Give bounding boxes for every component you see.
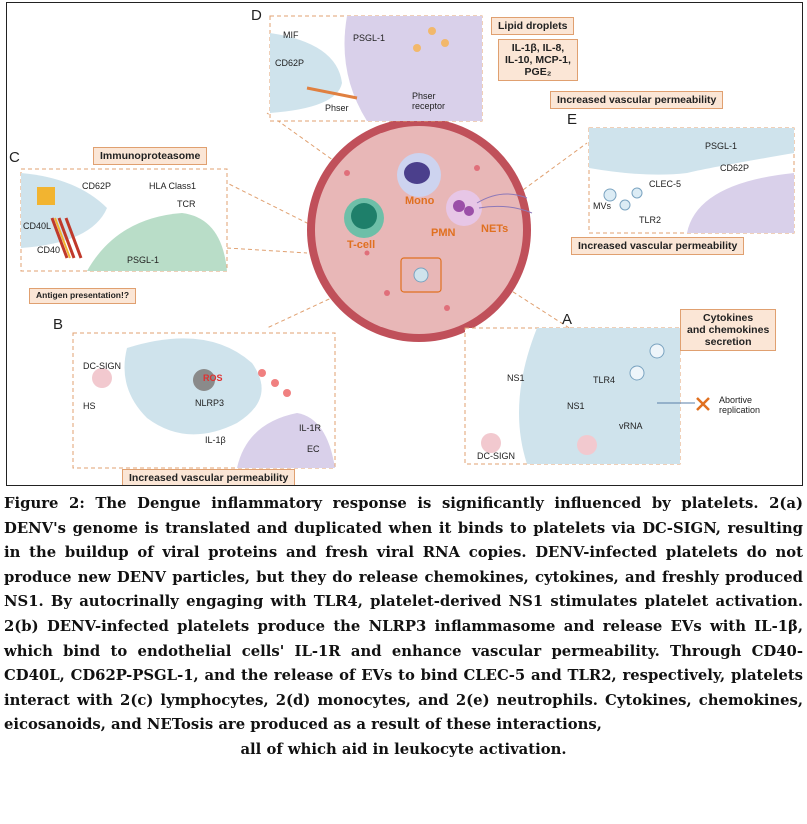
panel-a-art [464, 327, 710, 465]
label-vrna: vRNA [619, 421, 643, 431]
label-hs: HS [83, 401, 96, 411]
panel-letter-e: E [567, 111, 578, 128]
label-cd40l: CD40L [23, 221, 52, 231]
callout-cytokines-d: IL-1β, IL-8, IL-10, MCP-1, PGE₂ [498, 39, 578, 82]
figure-artwork [20, 15, 795, 469]
x-mark-icon [696, 397, 710, 411]
label-tlr2: TLR2 [639, 215, 662, 225]
callout-permeability-d: Increased vascular permeability [550, 91, 724, 110]
label-cd40: CD40 [37, 245, 61, 255]
label-ros: ROS [203, 373, 223, 383]
figure-caption: Figure 2: The Dengue inflammatory respon… [4, 492, 803, 763]
label-cd62p-c: CD62P [82, 181, 112, 191]
callout-antigen-presentation: Antigen presentation!? [29, 288, 137, 304]
caption-text: Figure 2: The Dengue inflammatory respon… [4, 495, 803, 734]
panel-letter-b: B [53, 316, 64, 333]
panel-letter-c: C [9, 149, 20, 166]
callout-immunoproteasome: Immunoproteasome [93, 147, 208, 166]
label-abortive-replication: Abortive replication [719, 395, 761, 415]
panel-letter-d: D [251, 7, 262, 24]
label-psgl1-e: PSGL-1 [705, 141, 738, 151]
label-dc-sign-b: DC-SIGN [83, 361, 121, 371]
panel-e-art [588, 127, 795, 234]
panel-b-art [72, 332, 336, 469]
label-ns1-top: NS1 [507, 373, 525, 383]
label-phser: Phser [325, 103, 349, 113]
label-nlrp3: NLRP3 [195, 398, 225, 408]
label-il1b: IL-1β [205, 435, 226, 445]
label-nets: NETs [481, 223, 509, 235]
label-il1r: IL-1R [299, 423, 322, 433]
callout-permeability-b: Increased vascular permeability [122, 469, 296, 485]
label-clec5: CLEC-5 [649, 179, 682, 189]
caption-last-line: all of which aid in leukocyte activation… [240, 740, 567, 758]
callout-permeability-e: Increased vascular permeability [571, 237, 745, 256]
label-psgl1-d: PSGL-1 [353, 33, 386, 43]
label-ec: EC [307, 444, 320, 454]
label-pmn: PMN [431, 227, 456, 239]
label-ns1-mid: NS1 [567, 401, 585, 411]
label-dc-sign-a: DC-SIGN [477, 451, 515, 461]
blood-vessel [307, 118, 533, 342]
label-mif: MIF [283, 30, 299, 40]
label-cd62p-e: CD62P [720, 163, 750, 173]
label-cd62p-d: CD62P [275, 58, 305, 68]
panel-c-art [20, 168, 228, 272]
label-phser-receptor: Phser receptor [412, 91, 446, 111]
label-mvs: MVs [593, 201, 611, 211]
label-tlr4: TLR4 [593, 375, 616, 385]
panel-letter-a: A [562, 311, 573, 328]
label-tcell: T-cell [347, 239, 376, 251]
panel-d-art [269, 15, 483, 122]
figure-illustration: D C E B A MIF PSGL-1 CD62P Phser recepto… [6, 2, 803, 486]
label-hla-class1: HLA Class1 [149, 181, 197, 191]
label-psgl1-c: PSGL-1 [127, 255, 160, 265]
label-mono: Mono [405, 195, 435, 207]
label-tcr: TCR [177, 199, 196, 209]
callout-cytokines-a: Cytokines and chemokines secretion [680, 309, 777, 352]
callout-lipid-droplets: Lipid droplets [491, 17, 575, 36]
